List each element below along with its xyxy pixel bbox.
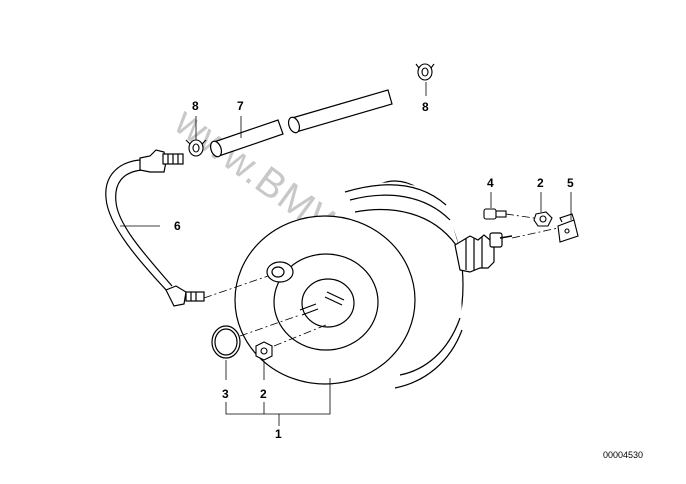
- sealing-ring: [211, 325, 241, 359]
- nut-front: [255, 341, 273, 361]
- screw: [483, 208, 507, 220]
- callout-7: 7: [237, 99, 244, 113]
- hose-clamp-right: [415, 63, 435, 81]
- callout-6: 6: [174, 219, 181, 233]
- bracket: [557, 213, 579, 243]
- callout-8-right: 8: [422, 100, 429, 114]
- callout-2-right: 2: [537, 176, 544, 190]
- callout-3: 3: [222, 387, 229, 401]
- callout-8-left: 8: [192, 99, 199, 113]
- hose-pipe: [209, 89, 393, 158]
- leader-lines: [120, 82, 572, 426]
- callout-4: 4: [487, 176, 494, 190]
- brake-booster: [234, 180, 513, 389]
- nut-bracket: [533, 211, 553, 227]
- callout-1: 1: [275, 427, 282, 441]
- callout-5: 5: [567, 176, 574, 190]
- callout-2-front: 2: [260, 387, 267, 401]
- reference-number: 00004530: [603, 450, 643, 460]
- assembly-lines: [203, 213, 559, 347]
- vacuum-hose: [105, 149, 205, 307]
